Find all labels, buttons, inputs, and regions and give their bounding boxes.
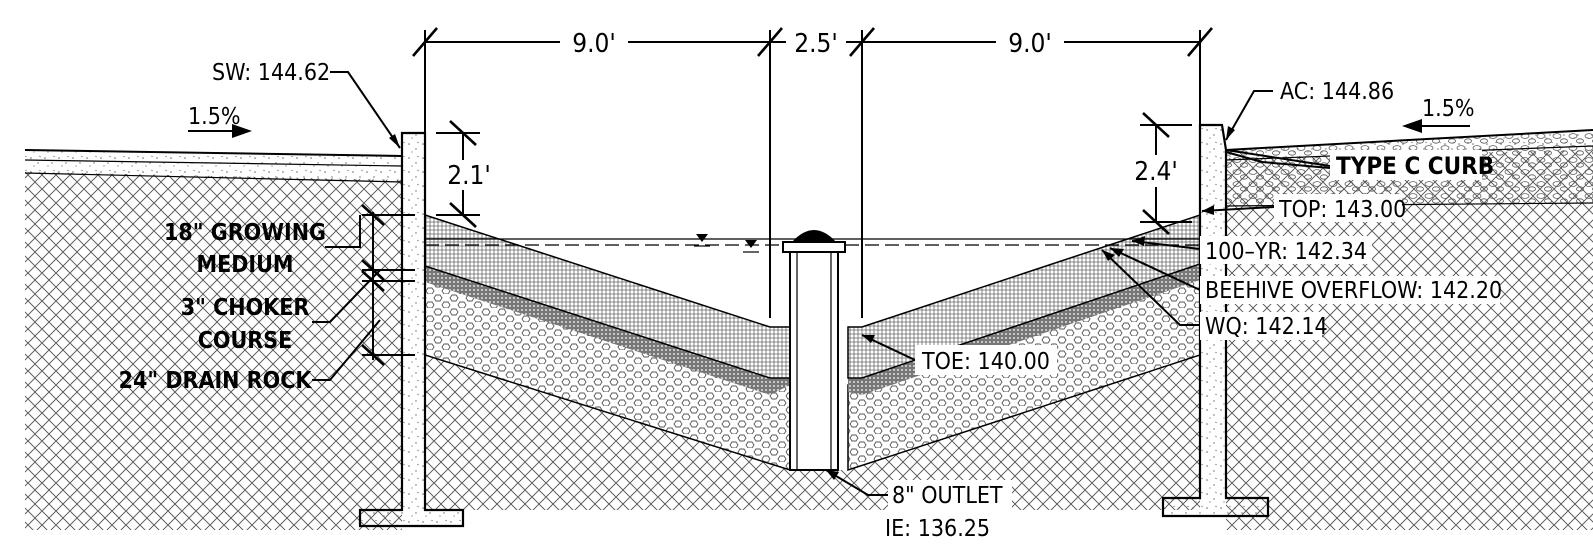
- center-width-dimension: 2.5': [794, 29, 838, 59]
- label-backgrounds: [880, 150, 1500, 542]
- right-arrow-icon: [232, 124, 252, 138]
- width-dimension-lines: [412, 27, 1213, 318]
- choker-course-label-line1: 3" CHOKER: [181, 295, 310, 321]
- beehive-grate-icon: [792, 230, 836, 242]
- curb-type-label: TYPE C CURB: [1336, 152, 1494, 180]
- sw-elevation-label: SW: 144.62: [212, 60, 330, 86]
- toe-elevation-label: TOE: 140.00: [921, 349, 1050, 375]
- leader-lines: [312, 71, 1331, 496]
- growing-medium-label-line1: 18" GROWING: [164, 220, 326, 246]
- left-curb-wall: [358, 131, 465, 528]
- wq-elevation-label: WQ: 142.14: [1205, 314, 1328, 340]
- slope-arrows: [188, 119, 1470, 138]
- top-elevation-label: TOP: 143.00: [1278, 197, 1406, 223]
- left-slope-label: 1.5%: [188, 104, 241, 130]
- left-arrow-icon: [1402, 119, 1422, 133]
- growing-medium-label-line2: MEDIUM: [196, 252, 293, 278]
- left-width-dimension: 9.0': [572, 29, 616, 59]
- right-depth-dimension: 2.4': [1134, 157, 1178, 187]
- outlet-pipe: [782, 230, 846, 471]
- outlet-label: 8" OUTLET: [892, 483, 1003, 509]
- layer-thickness-dimension-lines: [361, 204, 415, 366]
- choker-course-layer: [425, 266, 790, 395]
- drain-rock-label: 24" DRAIN ROCK: [119, 368, 313, 394]
- beehive-overflow-label: BEEHIVE OVERFLOW: 142.20: [1205, 278, 1502, 304]
- invert-elevation-label: IE: 136.25: [885, 516, 990, 542]
- right-depth-dimension-lines: [1132, 112, 1192, 235]
- ac-elevation-label: AC: 144.86: [1280, 79, 1394, 105]
- left-depth-dimension-lines: [436, 120, 490, 228]
- curb-gutter-line: [1225, 151, 1331, 169]
- 100yr-elevation-label: 100–YR: 142.34: [1205, 239, 1367, 265]
- left-depth-dimension: 2.1': [447, 161, 491, 191]
- left-sidewalk-section: [24, 149, 403, 183]
- right-width-dimension: 9.0': [1008, 29, 1052, 59]
- choker-course-label-line2: COURSE: [198, 328, 293, 354]
- right-slope-label: 1.5%: [1422, 96, 1475, 122]
